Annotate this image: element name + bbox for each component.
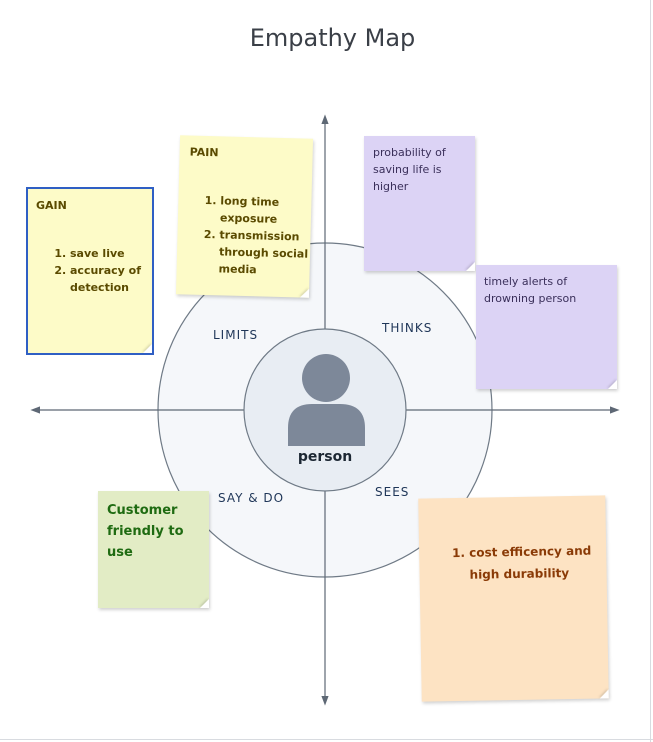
- pain-list: long time exposure transmission through …: [202, 192, 318, 280]
- say-do-note-text: Customer friendly to use: [107, 503, 184, 560]
- quadrant-label-sees: SEES: [375, 485, 410, 499]
- sticky-note-thinks-2[interactable]: timely alerts of drowning person: [476, 265, 617, 389]
- center-person-label: person: [297, 449, 353, 465]
- person-avatar-icon: [288, 354, 365, 446]
- sticky-note-sees[interactable]: cost efficency and high durability: [418, 495, 609, 702]
- thinks-note-1-text: probability of saving life is higher: [373, 146, 446, 193]
- frame-right-border: [650, 0, 651, 742]
- quadrant-label-limits: LIMITS: [213, 328, 259, 342]
- gain-heading: GAIN: [36, 199, 67, 212]
- pain-item-1: long time exposure: [220, 192, 319, 229]
- gain-item-2: accuracy of detection: [70, 262, 160, 296]
- sees-item-1: cost efficency and high durability: [469, 539, 620, 586]
- sticky-note-pain[interactable]: PAIN long time exposure transmission thr…: [175, 135, 314, 298]
- pain-heading: PAIN: [189, 145, 219, 160]
- gain-item-1: save live: [70, 245, 160, 262]
- page-title: Empathy Map: [249, 24, 416, 52]
- sticky-note-thinks-1[interactable]: probability of saving life is higher: [364, 136, 475, 271]
- sticky-note-say-do[interactable]: Customer friendly to use: [98, 491, 209, 608]
- pain-item-2: transmission through social media: [218, 226, 317, 280]
- frame-bottom-border: [0, 739, 653, 740]
- gain-list: save live accuracy of detection: [54, 245, 160, 296]
- quadrant-label-thinks: THINKS: [382, 321, 433, 335]
- sees-list: cost efficency and high durability: [453, 539, 620, 586]
- sticky-note-gain[interactable]: GAIN save live accuracy of detection: [26, 187, 154, 355]
- quadrant-label-say-do: SAY & DO: [218, 491, 285, 505]
- thinks-note-2-text: timely alerts of drowning person: [484, 275, 577, 305]
